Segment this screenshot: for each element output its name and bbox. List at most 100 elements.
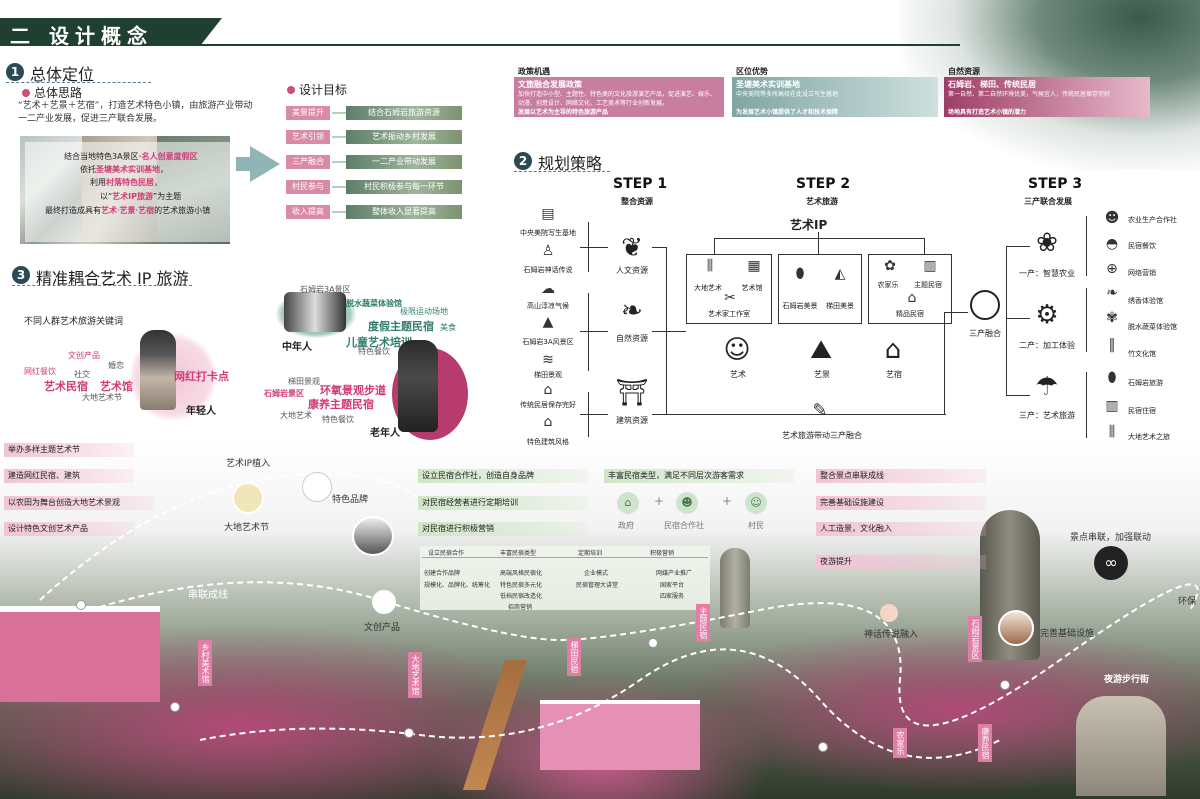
- connector: [944, 312, 968, 313]
- keyword: 艺术馆: [100, 380, 133, 393]
- table-cell: 低档民宿改造化: [500, 593, 543, 600]
- section-1-title: 总体定位: [30, 65, 95, 84]
- connector: [714, 238, 715, 254]
- vertical-label: 康养民宿: [978, 724, 992, 762]
- role-label: 村民: [748, 521, 764, 530]
- pagoda-icon: ⌂: [543, 382, 553, 398]
- goal-bar: 艺术振动乡村发展: [346, 130, 462, 144]
- landscape-label: 环保: [1178, 597, 1197, 607]
- landscape-label: 完善基础设施: [1040, 629, 1095, 639]
- old-person-photo: [398, 340, 438, 432]
- step-1-title: STEP 1: [613, 176, 668, 192]
- connector: [1086, 288, 1087, 352]
- section-2-underline: [514, 171, 610, 172]
- vertical-label: 主题民宿: [696, 604, 710, 642]
- keyword: 特色餐饮: [358, 347, 390, 356]
- strategy-bar: 夜游提升: [816, 555, 986, 569]
- keyword: 石姆岩3A景区: [300, 285, 351, 294]
- strategy-bar: 设立民宿合作社，创造自身品牌: [418, 469, 588, 483]
- connector: [652, 247, 666, 248]
- table-cell: 网媒产业推广: [656, 570, 693, 577]
- table-cell: 招商营销: [508, 604, 533, 611]
- industry-item: 大地艺术之旅: [1128, 433, 1170, 441]
- card-desc: 中央美院等多所高校在此设立写生基地: [736, 91, 839, 98]
- keyword: 特色餐饮: [322, 415, 354, 424]
- rock-pillar: [720, 548, 750, 628]
- collage-line-1: 结合当地特色3A景区·名人创意度假区: [64, 152, 198, 161]
- rock-icon: ⬮: [795, 266, 805, 282]
- plus-icon: +: [722, 494, 733, 508]
- keyword: 婚恋: [108, 361, 124, 370]
- card-head-nature: 自然资源: [948, 67, 980, 76]
- strategy-bar: 整合景点串联成线: [816, 469, 986, 483]
- strategy-bar: 举办多样主题艺术节: [4, 443, 134, 457]
- goal-bar: 结合石姆岩旅游资源: [346, 106, 462, 120]
- goal-arrow: [332, 161, 346, 163]
- keyword: 文创产品: [68, 351, 100, 360]
- industry-item: 绣香体验馆: [1128, 297, 1163, 305]
- resource-type: 人文资源: [616, 266, 648, 275]
- card-desc: 加快打造中小型、主题性、特色类的文化旅游演艺产品，促进演艺、娱乐、: [518, 91, 717, 98]
- header-bar: [0, 18, 222, 46]
- keyword: 度假主题民宿: [368, 320, 434, 333]
- section-3-number: 3: [12, 266, 30, 284]
- landscape-label: 文创产品: [364, 623, 401, 633]
- resource-item: 中央美院写生基地: [520, 229, 576, 237]
- goal-tag: 美景提升: [286, 106, 330, 120]
- card-desc: 第一自然、第二自然环境优美，气候宜人，传统民居保存完好: [948, 91, 1111, 98]
- goal-arrow: [332, 136, 346, 138]
- card-title: 圣塘美术实训基地: [736, 80, 800, 89]
- tour-route: [39, 472, 1199, 759]
- house-icon: ⌂: [884, 335, 902, 365]
- section-2-title: 规划策略: [538, 154, 603, 173]
- lodging-item: 农家乐: [877, 281, 899, 289]
- industry-item: 农业生产合作社: [1128, 216, 1177, 224]
- route-node: [170, 702, 180, 712]
- landscape-label: 景点串联，加强联动: [1070, 533, 1152, 543]
- merge-label: 三产融合: [969, 329, 1001, 338]
- collage-line-4: 以“艺术IP旅游”为主题: [100, 192, 182, 201]
- connector: [652, 414, 666, 415]
- cooperative-icon: ☻: [676, 492, 698, 514]
- bullet-icon: [287, 86, 295, 94]
- rock-icon: ⬮: [1107, 370, 1117, 386]
- industry-item: 竹文化馆: [1128, 350, 1156, 358]
- goal-tag: 艺术引领: [286, 130, 330, 144]
- art-ip-title: 艺术IP: [790, 218, 828, 232]
- field-icon: ◭: [834, 266, 846, 282]
- industry-label: 三产：艺术旅游: [1019, 411, 1075, 420]
- route-node: [1000, 680, 1010, 690]
- pillar-label: 艺景: [814, 370, 830, 379]
- book-icon: ▤: [541, 206, 555, 222]
- connector: [1086, 216, 1087, 276]
- terrace-icon: ≋: [542, 352, 554, 368]
- fan-icon: ❦: [621, 233, 643, 263]
- temple-icon: ⛩: [615, 378, 649, 408]
- keyword: 环氧景观步道: [320, 384, 386, 397]
- pillar-label: 艺宿: [886, 370, 902, 379]
- legend-circle: [880, 604, 898, 622]
- section-1-desc-2: 一二产业发展，促进三产联合发展。: [18, 114, 163, 124]
- industry-item: 脱水蔬菜体验馆: [1128, 323, 1177, 331]
- section-2-number: 2: [514, 152, 532, 170]
- header-line: [200, 44, 960, 46]
- bamboo-icon: ‖: [1108, 337, 1116, 353]
- step-3-title: STEP 3: [1028, 176, 1083, 192]
- goal-bar: 整体收入显著提高: [346, 205, 462, 219]
- group-label: 年轻人: [186, 406, 216, 417]
- goal-arrow: [332, 186, 346, 188]
- resource-item: 高山淳凉气候: [527, 302, 569, 310]
- section-3-underline: [12, 285, 192, 286]
- lodging-box: [868, 254, 952, 324]
- table-cell: 创建合作品牌: [424, 570, 461, 577]
- connector: [1006, 246, 1007, 396]
- table-cell: 高端风格民宿化: [500, 570, 543, 577]
- plant-icon: ❀: [1036, 228, 1058, 258]
- resource-type: 自然资源: [616, 334, 648, 343]
- connector: [1086, 372, 1087, 438]
- card-desc: 动漫、创意设计、网络文化、工艺美术等行业创新发展。: [518, 100, 669, 107]
- industry-item: 民宿住宿: [1128, 407, 1156, 415]
- goal-bar: 一二产业带动发展: [346, 155, 462, 169]
- keyword: 社交: [74, 370, 90, 379]
- card-title: 石姆岩、梯田、传统民居: [948, 80, 1036, 89]
